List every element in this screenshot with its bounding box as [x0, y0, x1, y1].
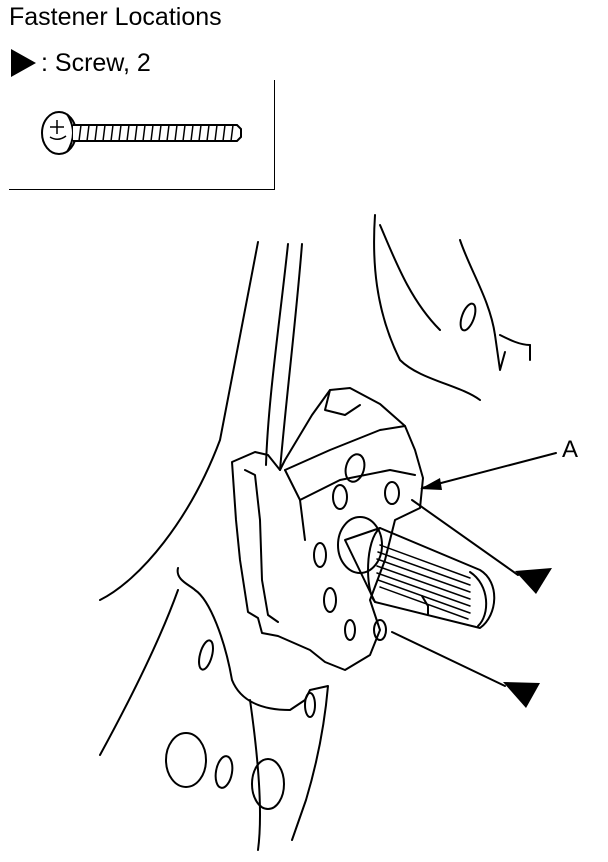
screw-marker-lower — [503, 682, 540, 708]
wire-harness-right — [279, 243, 303, 471]
screw-marker-upper — [515, 568, 552, 594]
legend-box — [9, 80, 275, 190]
callout-a-leader — [421, 452, 557, 489]
panel-outline — [99, 241, 259, 601]
mounting-bracket — [176, 567, 329, 841]
callout-label-a: A — [562, 436, 579, 463]
wire-harness-left — [265, 243, 289, 466]
actuator-shaft — [344, 527, 496, 629]
screw-upper-leader — [411, 499, 519, 576]
panel-edge — [373, 214, 481, 401]
screw-icon — [41, 111, 242, 155]
legend-row: : Screw, 2 — [9, 46, 151, 80]
actuator-body — [231, 387, 424, 671]
screw-lower-leader — [391, 631, 506, 687]
screw-marker-triangle-icon — [11, 49, 36, 77]
shaft-knurling — [376, 544, 471, 620]
page-title: Fastener Locations — [9, 3, 222, 31]
callout-a-arrowhead — [420, 478, 442, 490]
legend-label: : Screw, 2 — [41, 49, 151, 77]
